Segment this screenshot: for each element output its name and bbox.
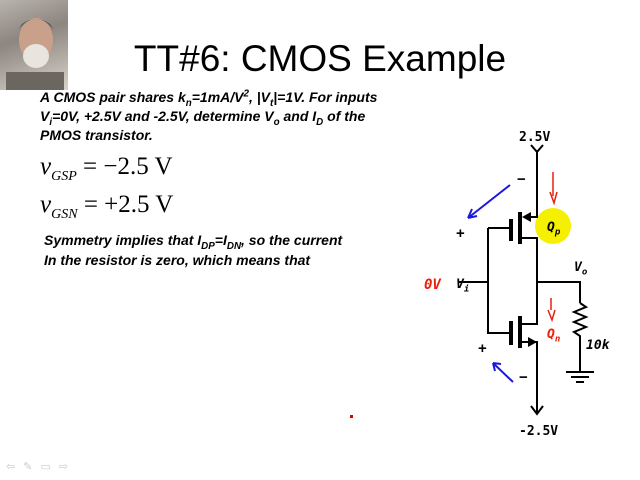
qp-gate: [509, 219, 513, 241]
vdd-label: 2.5V: [519, 130, 551, 145]
symmetry-line-2: In the resistor is zero, which means tha…: [44, 252, 311, 268]
equation-vgsn: vGSN = +2.5 V: [40, 191, 174, 222]
next-arrow-icon[interactable]: ⇨: [58, 461, 69, 473]
presenter-image: [6, 18, 64, 90]
qn-label: Qn: [547, 327, 561, 345]
qn-source-arrow-icon: [528, 337, 537, 347]
vi-label: Vi: [456, 277, 470, 295]
nmos-plus-sign: +: [478, 340, 487, 357]
slide-title: TT#6: CMOS Example: [133, 38, 507, 79]
qp-highlight: [535, 208, 571, 244]
qn-gate: [509, 321, 513, 345]
slide-menu-icon[interactable]: ▭: [40, 461, 51, 473]
pmos-minus-sign: −: [517, 171, 526, 188]
symmetry-line-1: Symmetry implies that IDP=IDN, so the cu…: [44, 232, 343, 252]
slideshow-toolbar: ⇦ ✎ ▭ ⇨: [6, 460, 68, 473]
vo-label: Vo: [574, 260, 588, 278]
qp-label: Qp: [547, 220, 561, 238]
nmos-minus-sign: −: [519, 369, 528, 386]
transistor-bodies: [509, 212, 537, 348]
vss-label: -2.5V: [519, 424, 559, 439]
laser-pointer-dot: [350, 415, 353, 418]
resistor-label: 10k: [586, 338, 610, 353]
qp-source-arrow-icon: [522, 212, 531, 222]
annotation-arrows-blue: [467, 184, 514, 383]
problem-line-3: PMOS transistor.: [40, 127, 153, 143]
presenter-webcam: [0, 0, 68, 90]
current-arrows-red: [547, 172, 558, 323]
pen-icon[interactable]: ✎: [23, 461, 33, 473]
problem-line-1: A CMOS pair shares kn=1mA/V2, |Vt|=1V. F…: [40, 88, 378, 109]
pmos-plus-sign: +: [456, 225, 465, 242]
qn-channel: [518, 316, 522, 348]
qp-channel: [518, 212, 522, 244]
vin-value: 0V: [424, 277, 441, 293]
circuit-wires: [458, 144, 594, 416]
problem-line-2: Vi=0V, +2.5V and -2.5V, determine Vo and…: [40, 108, 366, 128]
equation-vgsp: vGSP = −2.5 V: [40, 153, 173, 184]
prev-arrow-icon[interactable]: ⇦: [6, 461, 16, 473]
